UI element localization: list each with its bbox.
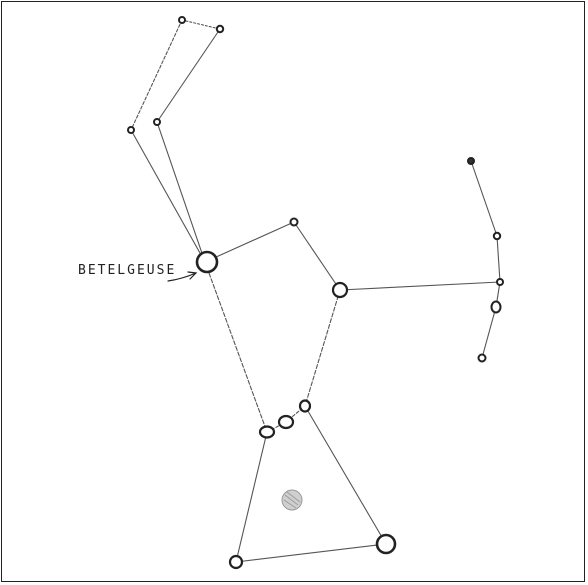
shield-line-top [471, 161, 497, 236]
club-line-left-to-shoulder [131, 130, 205, 262]
star-club-top-right [217, 26, 223, 32]
club-line-right-top [157, 29, 220, 122]
star-belt-left [260, 427, 274, 438]
nebula [282, 490, 302, 510]
body-line-right [305, 290, 340, 406]
foot-line [236, 544, 386, 562]
star-club-left [128, 127, 134, 133]
neck-line [294, 222, 340, 290]
star-club-right [154, 119, 160, 125]
arm-line [340, 282, 500, 290]
star-bellatrix [333, 283, 347, 297]
star-belt-right [300, 401, 310, 412]
star-head [291, 219, 298, 226]
club-line-top [182, 20, 220, 29]
stars [128, 17, 503, 568]
club-line-left-top [131, 20, 182, 130]
club-line-right-to-shoulder [157, 122, 205, 262]
star-shield-bottom [479, 355, 486, 362]
shoulder-line [205, 222, 294, 262]
shield-line-bottom [482, 307, 496, 358]
star-belt-middle [279, 416, 293, 428]
body-line-left [205, 262, 267, 432]
star-shield-top [468, 158, 474, 164]
leg-line-right [305, 406, 386, 544]
star-club-top-left [179, 17, 185, 23]
star-shield-4 [492, 302, 501, 313]
star-shield-3 [497, 279, 503, 285]
star-rigel [377, 535, 395, 553]
constellation-lines [131, 20, 500, 562]
leg-line-left [236, 432, 267, 562]
star-saiph [230, 556, 242, 568]
shield-line-mid [497, 236, 500, 282]
star-betelgeuse [197, 252, 217, 272]
star-shield-2 [494, 233, 500, 239]
betelgeuse-label: BETELGEUSE [78, 263, 176, 278]
